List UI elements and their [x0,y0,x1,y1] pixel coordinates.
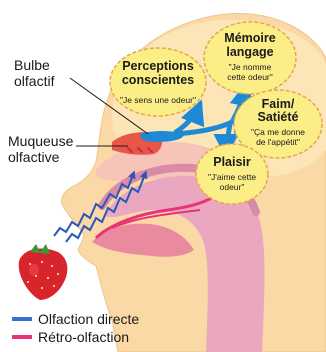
faim-title-2: Satiété [258,110,299,124]
memoire-title-2: langage [226,45,273,59]
perceptions-title-1: Perceptions [122,59,194,73]
plaisir-quote-1: "J'aime cette [208,172,256,182]
faim-quote-1: "Ça me donne [251,127,305,137]
perceptions-title-2: conscientes [122,73,194,87]
plaisir-quote-2: odeur" [220,182,245,192]
faim-title-1: Faim/ [262,97,295,111]
faim-quote-2: de l'appétit" [256,137,300,147]
memoire-title-1: Mémoire [224,31,275,45]
bulbe-label-2: olfactif [14,73,55,89]
legend-swatch-direct [12,317,32,321]
memoire-quote-1: "Je nomme [229,62,272,72]
muqueuse-label-1: Muqueuse [8,133,74,149]
plaisir-title: Plaisir [213,155,251,169]
perceptions-quote: "Je sens une odeur" [120,95,196,105]
muqueuse-label-2: olfactive [8,149,60,165]
bulbe-label-1: Bulbe [14,57,50,73]
memoire-quote-2: cette odeur" [227,72,273,82]
strawberry-icon [19,244,68,300]
legend-swatch-retro [12,335,32,339]
legend-direct-label: Olfaction directe [38,311,139,327]
legend-retro-label: Rétro-olfaction [38,329,129,345]
